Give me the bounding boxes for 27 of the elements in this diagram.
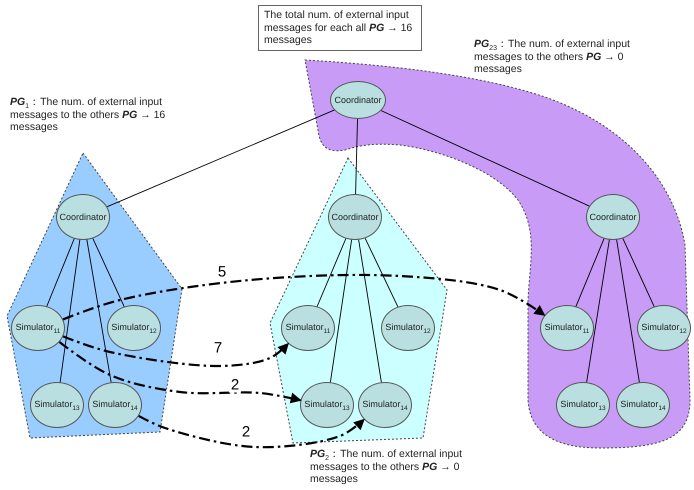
edge-label: 5 <box>216 264 228 280</box>
connector-line <box>330 239 352 383</box>
connector-line <box>86 239 112 383</box>
note-box: The total num. of external input messages for each all PG → 16 messages <box>258 5 422 50</box>
edge-label: 2 <box>228 378 242 392</box>
connector-line <box>316 238 346 307</box>
annotation-text: PG$_{23}$：The num. of external input messages to the others PG → 0 messages <box>474 38 631 76</box>
dash-dot-arrow <box>62 274 546 320</box>
connector-line <box>60 239 80 383</box>
connector-line <box>106 110 335 208</box>
connector-line <box>616 239 640 383</box>
connector-line <box>358 239 382 383</box>
connector-line <box>46 238 75 307</box>
edge-label: 7 <box>212 340 224 356</box>
connector-line <box>576 238 604 307</box>
dash-dot-arrow <box>138 414 365 448</box>
connector-line <box>586 239 610 383</box>
annotation-text: PG$_{1}$：The num. of external input messages to the others PG → 16 messages <box>10 96 166 134</box>
annotation-text: PG$_{2}$：The num. of external input messages to the others PG → 0 messages <box>310 448 464 486</box>
connector-line <box>92 238 125 308</box>
connector-line <box>364 238 398 308</box>
connector-line <box>355 118 358 194</box>
connector-line <box>622 238 655 308</box>
edge-label: 2 <box>240 424 252 440</box>
dash-dot-arrow <box>62 335 289 368</box>
connector-line <box>380 110 590 207</box>
dash-dot-arrow <box>58 341 302 404</box>
